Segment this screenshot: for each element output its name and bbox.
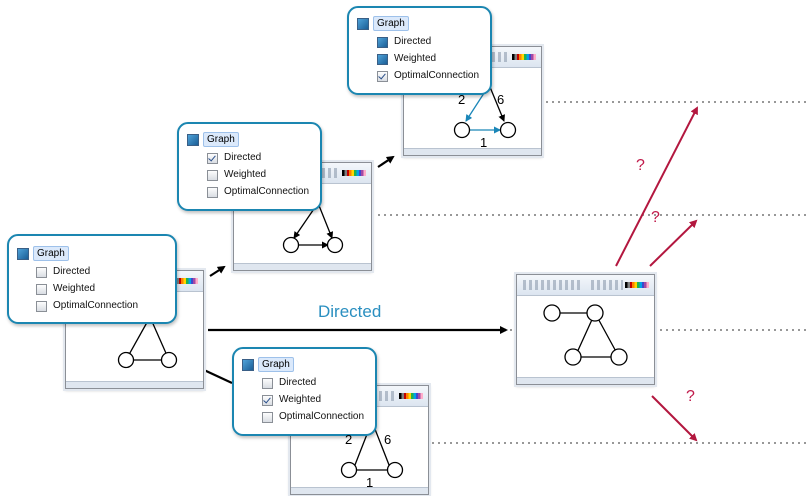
feature-panel-weighted: Graph Directed Weighted OptimalConnectio… [232, 347, 377, 436]
ribbon-tools-left [523, 280, 583, 290]
feature-label: OptimalConnection [279, 411, 365, 422]
graph-root-label: Graph [373, 16, 409, 31]
question-mark-2: ? [651, 209, 660, 226]
feature-panel-base: Graph Directed Weighted OptimalConnectio… [7, 234, 177, 324]
feature-label: Directed [53, 266, 91, 277]
color-palette [174, 278, 198, 284]
color-palette [342, 170, 366, 176]
checkbox-icon[interactable] [36, 283, 47, 295]
feature-directed[interactable]: Directed [377, 36, 431, 48]
ribbon-tools [591, 280, 623, 290]
feature-label: Directed [279, 377, 317, 388]
feature-panel-optimal: Graph Directed Weighted OptimalConnectio… [347, 6, 492, 95]
weight-label-weighted-bottom: 1 [366, 475, 374, 490]
feature-label: OptimalConnection [53, 300, 139, 311]
arrow-to-optimal [377, 155, 395, 168]
graph-root-label: Graph [33, 246, 69, 261]
checkbox-icon[interactable] [262, 377, 273, 389]
arrow-to-weighted [203, 369, 233, 384]
graph-drawing [340, 423, 404, 479]
feature-directed[interactable]: Directed [262, 377, 316, 389]
transition-label-directed: Directed [318, 302, 382, 321]
checkbox-icon[interactable] [207, 169, 218, 181]
feature-weighted[interactable]: Weighted [262, 394, 321, 406]
arrow-to-directed [209, 265, 226, 277]
graph-feature-icon [187, 133, 199, 146]
feature-label: Weighted [53, 283, 96, 294]
feature-label: OptimalConnection [394, 70, 480, 81]
red-arrow-optimal [615, 106, 698, 267]
ribbon-tools [486, 52, 510, 62]
checkbox-icon[interactable] [262, 411, 273, 423]
feature-weighted[interactable]: Weighted [36, 283, 95, 295]
graph-drawing [282, 202, 344, 254]
status-bar [517, 377, 654, 384]
graph-drawing [117, 316, 178, 369]
feature-optimal[interactable]: OptimalConnection [36, 300, 138, 312]
feature-label: Weighted [224, 169, 267, 180]
status-bar [404, 148, 541, 155]
graph-feature-icon [17, 247, 29, 260]
checkbox-checked-icon[interactable] [207, 152, 218, 164]
checkbox-filled-icon[interactable] [377, 53, 388, 65]
weight-label-optimal-right: 6 [497, 92, 505, 107]
graph-root-label: Graph [203, 132, 239, 147]
feature-weighted[interactable]: Weighted [207, 169, 266, 181]
ribbon-tools [373, 391, 397, 401]
paint-window-result [516, 274, 655, 385]
feature-panel-directed: Graph Directed Weighted OptimalConnectio… [177, 122, 322, 211]
graph-drawing [543, 304, 628, 366]
question-mark-1: ? [636, 157, 645, 174]
feature-label: Weighted [394, 53, 437, 64]
status-bar [291, 487, 428, 494]
checkbox-icon[interactable] [36, 266, 47, 278]
feature-label: OptimalConnection [224, 186, 310, 197]
checkbox-icon[interactable] [207, 186, 218, 198]
graph-root-label: Graph [258, 357, 294, 372]
checkbox-filled-icon[interactable] [377, 36, 388, 48]
weight-label-weighted-left: 2 [345, 432, 353, 447]
checkbox-checked-icon[interactable] [262, 394, 273, 406]
red-arrow-weighted [651, 395, 698, 442]
checkbox-checked-icon[interactable] [377, 70, 388, 82]
feature-directed[interactable]: Directed [36, 266, 90, 278]
color-palette [512, 54, 536, 60]
feature-label: Directed [224, 152, 262, 163]
weight-label-optimal-left: 2 [458, 92, 466, 107]
status-bar [66, 381, 203, 388]
checkbox-icon[interactable] [36, 300, 47, 312]
ribbon-tools [316, 168, 340, 178]
color-palette [625, 282, 649, 288]
feature-label: Directed [394, 36, 432, 47]
feature-directed[interactable]: Directed [207, 152, 261, 164]
graph-feature-icon [242, 358, 254, 371]
feature-optimal[interactable]: OptimalConnection [377, 70, 479, 82]
feature-label: Weighted [279, 394, 322, 405]
feature-weighted[interactable]: Weighted [377, 53, 436, 65]
weight-label-optimal-bottom: 1 [480, 135, 488, 150]
feature-optimal[interactable]: OptimalConnection [262, 411, 364, 423]
question-mark-3: ? [686, 388, 695, 405]
feature-optimal[interactable]: OptimalConnection [207, 186, 309, 198]
weight-label-weighted-right: 6 [384, 432, 392, 447]
red-arrow-directed [649, 219, 698, 267]
graph-feature-icon [357, 17, 369, 30]
status-bar [234, 263, 371, 270]
color-palette [399, 393, 423, 399]
